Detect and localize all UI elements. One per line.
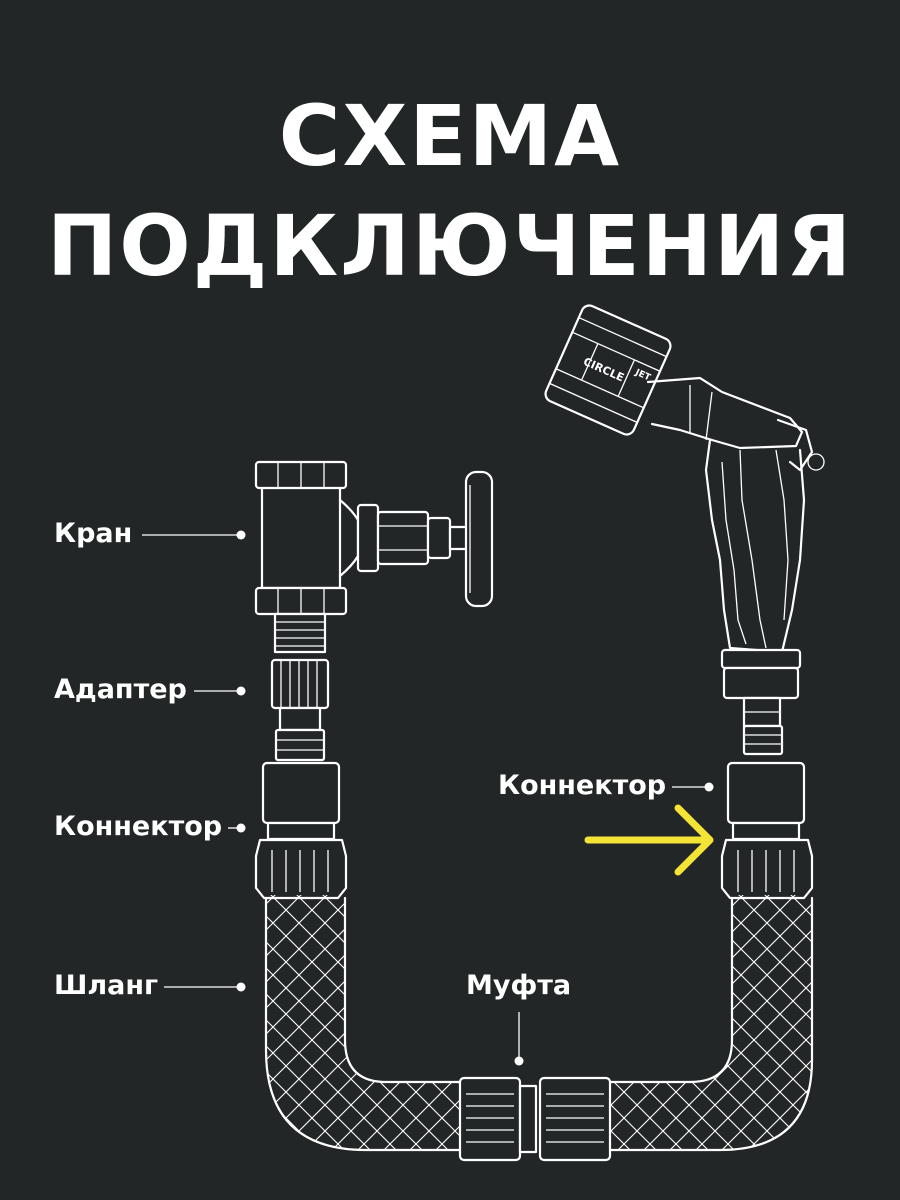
leader-tap <box>142 531 246 540</box>
leader-coupling <box>515 1012 524 1066</box>
label-adapter: Адаптер <box>54 674 187 706</box>
label-tap: Кран <box>54 518 132 550</box>
label-coupling: Муфта <box>466 970 571 1002</box>
leader-connector-left <box>228 824 246 833</box>
label-connector-right: Коннектор <box>498 770 666 802</box>
adapter-part <box>272 660 328 760</box>
arrow-right-icon <box>588 808 710 872</box>
valve-icon <box>256 462 492 652</box>
label-connector-left: Коннектор <box>54 811 222 843</box>
connector-left-part <box>256 763 346 898</box>
spray-gun-icon: CIRCLE JET <box>543 303 824 754</box>
leader-hose <box>164 983 246 992</box>
leader-adapter <box>194 687 246 696</box>
connector-right-part <box>722 763 812 898</box>
leader-connector-right <box>672 783 714 792</box>
coupling-part <box>460 1078 610 1160</box>
label-hose: Шланг <box>54 970 158 1002</box>
